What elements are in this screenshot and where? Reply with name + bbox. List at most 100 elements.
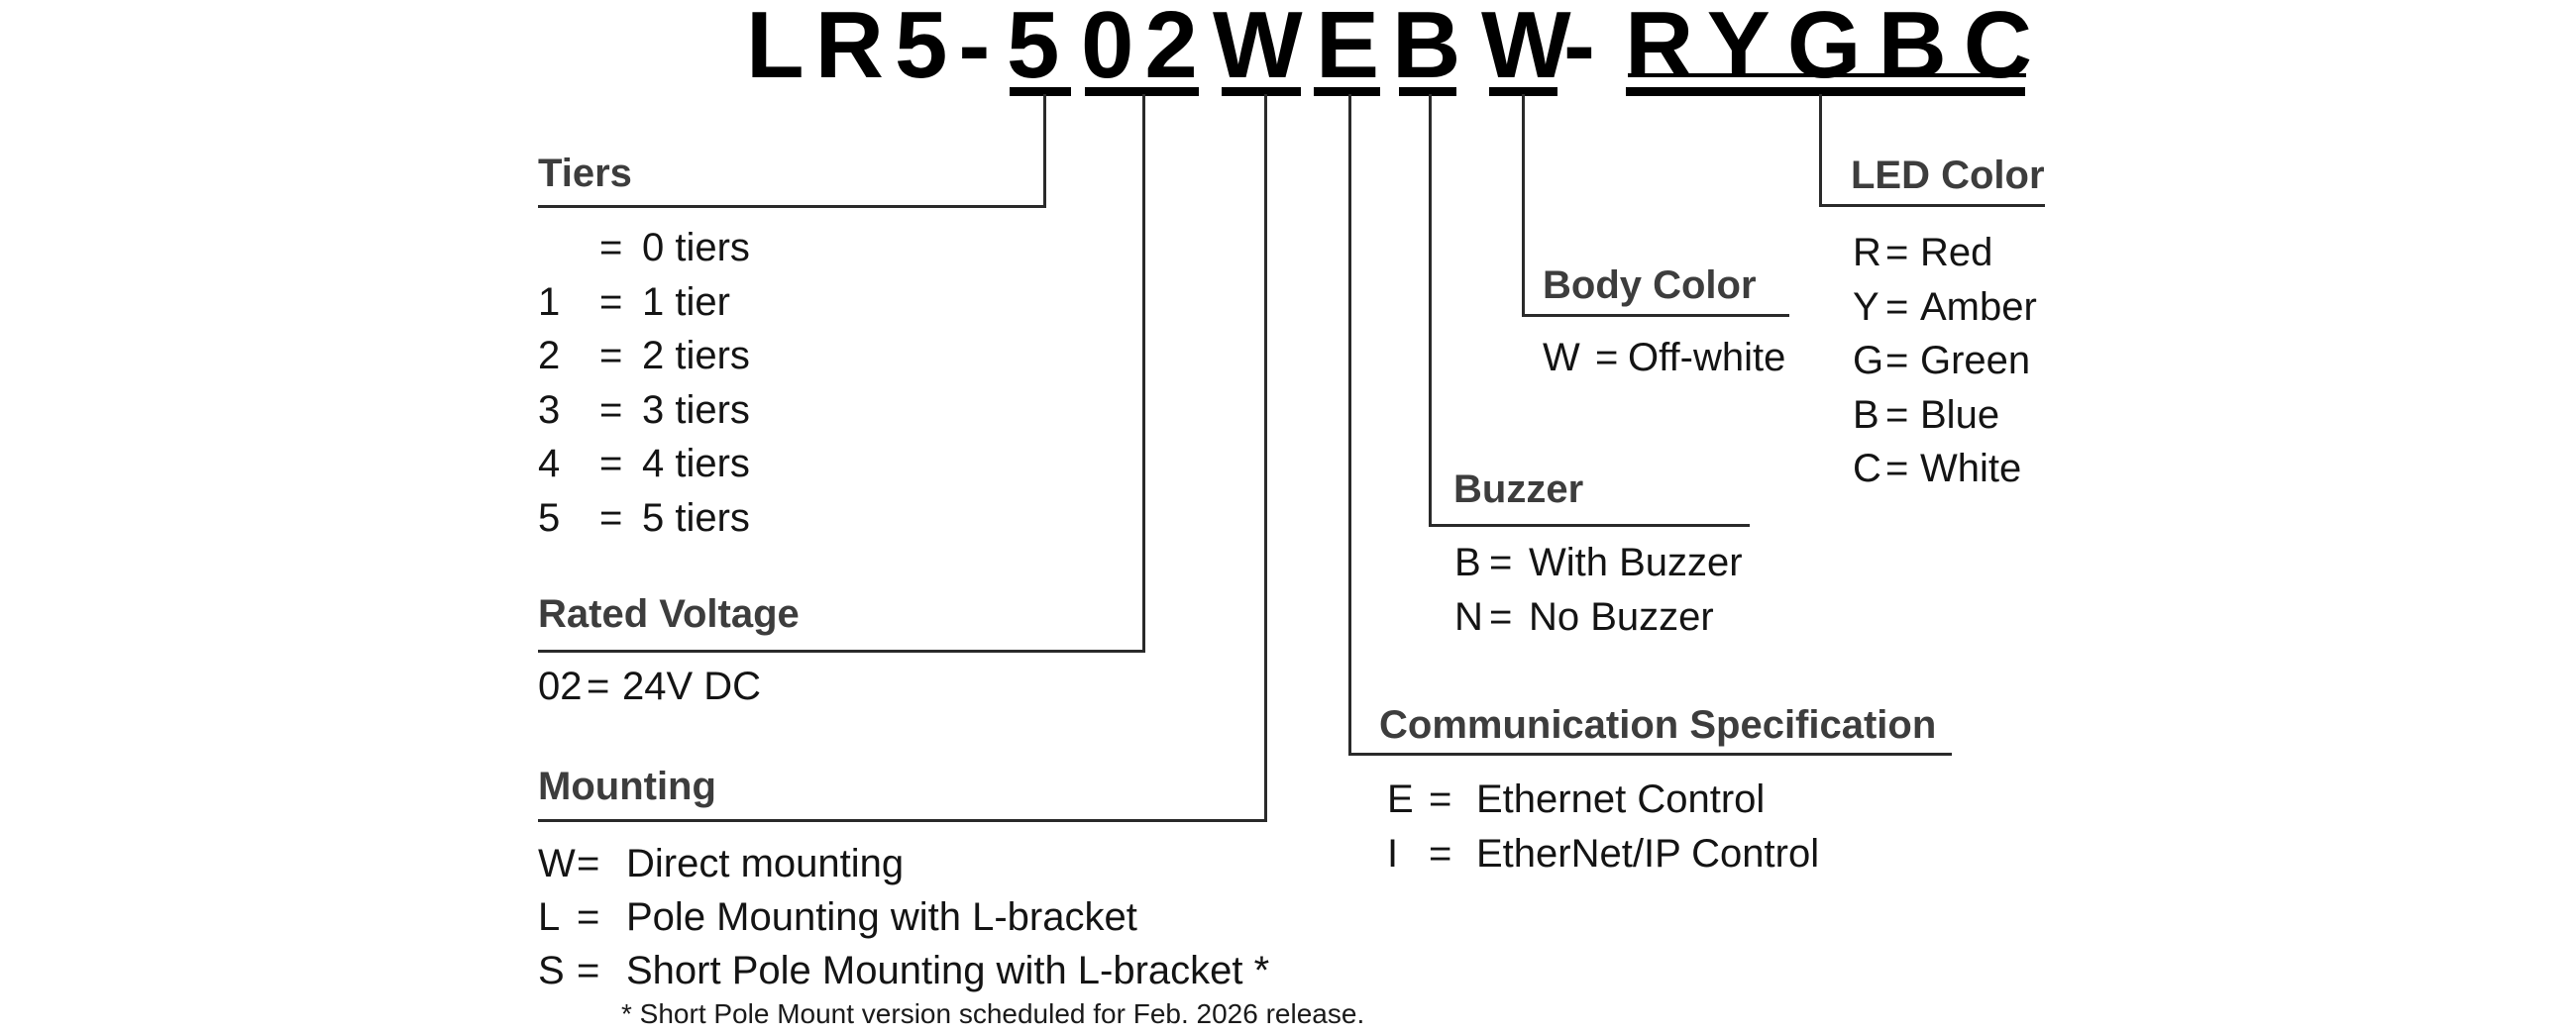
underline-body-color [1522, 314, 1789, 317]
code: I [1387, 832, 1399, 876]
connector-buzzer [1429, 94, 1432, 524]
model-prefix: LR5- [746, 0, 1002, 98]
code: Y [1853, 284, 1879, 329]
code: 3 [538, 387, 561, 432]
underline-communication [1348, 753, 1952, 756]
label: 0 tiers [642, 226, 750, 269]
label: Green [1920, 339, 2031, 382]
label: With Buzzer [1529, 541, 1743, 584]
section-title-tiers: Tiers [538, 152, 632, 195]
code: 2 [538, 334, 561, 378]
connector-mounting [1264, 94, 1267, 819]
equals-sign: = [587, 665, 610, 708]
code: W [1543, 336, 1580, 379]
equals-sign: = [1885, 447, 1909, 490]
section-title-mounting: Mounting [538, 765, 716, 808]
code: W [538, 842, 576, 885]
equals-sign: = [1429, 832, 1452, 876]
equals-sign: = [1489, 541, 1513, 584]
label: 1 tier [642, 279, 730, 324]
label: Blue [1920, 392, 2000, 437]
model-led-colors-code: RYGBC [1625, 0, 2050, 98]
code: B [1454, 541, 1481, 584]
label: EtherNet/IP Control [1476, 832, 1820, 876]
buzzer-list: B = With Buzzer N = No Buzzer [1454, 541, 1743, 650]
label: Red [1920, 231, 1993, 274]
connector-tiers [1043, 94, 1046, 205]
tiers-list: = 0 tiers 1 = 1 tier 2 = 2 tiers 3 = 3 t… [538, 226, 750, 551]
code-bar-communication [1314, 87, 1380, 96]
code: C [1853, 447, 1881, 490]
section-title-body-color: Body Color [1543, 263, 1757, 307]
code-bar-voltage [1085, 87, 1199, 96]
label: No Buzzer [1529, 595, 1714, 639]
equals-sign: = [599, 387, 623, 432]
connector-voltage [1142, 94, 1145, 650]
equals-sign: = [577, 842, 600, 885]
equals-sign: = [599, 442, 623, 486]
label: Off-white [1628, 336, 1786, 379]
label: 4 tiers [642, 442, 750, 486]
code-bar-tiers [1010, 87, 1071, 96]
connector-communication [1348, 94, 1351, 753]
label: Ethernet Control [1476, 777, 1766, 821]
code-bar-buzzer [1399, 87, 1456, 96]
equals-sign: = [599, 279, 623, 324]
equals-sign: = [599, 334, 623, 378]
equals-sign: = [599, 495, 623, 540]
model-mounting-code: W [1213, 0, 1314, 98]
equals-sign: = [1885, 231, 1909, 274]
equals-sign: = [1489, 595, 1513, 639]
equals-sign: = [599, 226, 623, 269]
model-body-color-code: W [1481, 0, 1582, 98]
led-colors-underline [1628, 73, 2026, 77]
label: Amber [1920, 284, 2037, 329]
mounting-footnote: * Short Pole Mount version scheduled for… [621, 998, 1365, 1029]
code: 5 [538, 495, 561, 540]
code: 1 [538, 279, 561, 324]
section-title-rated-voltage: Rated Voltage [538, 592, 800, 636]
communication-list: E = Ethernet Control I = EtherNet/IP Con… [1387, 777, 1819, 886]
label: 2 tiers [642, 334, 750, 378]
mounting-list: W = Direct mounting L = Pole Mounting wi… [538, 842, 1269, 1002]
section-title-buzzer: Buzzer [1453, 467, 1584, 511]
equals-sign: = [1595, 336, 1619, 379]
label: 3 tiers [642, 387, 750, 432]
label: White [1920, 447, 2022, 490]
underline-mounting [538, 819, 1267, 822]
underline-tiers [538, 205, 1046, 208]
label: Short Pole Mounting with L-bracket * [626, 949, 1270, 992]
section-title-communication: Communication Specification [1379, 703, 1937, 747]
equals-sign: = [1429, 777, 1452, 821]
equals-sign: = [1885, 339, 1909, 382]
code: S [538, 949, 565, 992]
code-bar-led-colors [1626, 87, 2025, 96]
code: R [1853, 231, 1881, 274]
code: L [538, 895, 561, 939]
code-bar-mounting [1222, 87, 1301, 96]
model-tiers-code: 5 [1007, 0, 1071, 98]
equals-sign: = [1885, 284, 1909, 329]
equals-sign: = [577, 949, 600, 992]
underline-voltage [538, 650, 1145, 653]
model-voltage-code: 02 [1081, 0, 1209, 98]
code: B [1853, 392, 1879, 437]
code: N [1454, 595, 1483, 639]
underline-buzzer [1429, 524, 1750, 527]
connector-led-colors [1819, 94, 1822, 204]
label: 5 tiers [642, 495, 750, 540]
label: Pole Mounting with L-bracket [626, 895, 1137, 939]
equals-sign: = [1885, 392, 1909, 437]
label: 24V DC [622, 665, 762, 708]
model-buzzer-code: B [1392, 0, 1472, 98]
code: G [1853, 339, 1884, 382]
underline-led-colors [1819, 204, 2045, 207]
label: Direct mounting [626, 842, 905, 885]
code: E [1387, 777, 1414, 821]
code-bar-body-color [1489, 87, 1557, 96]
rated-voltage-list: 02 = 24V DC [538, 665, 761, 719]
led-color-list: R = Red Y = Amber G = Green B = Blue C =… [1853, 231, 2037, 501]
code: 4 [538, 442, 561, 486]
model-separator: - [1563, 0, 1606, 98]
